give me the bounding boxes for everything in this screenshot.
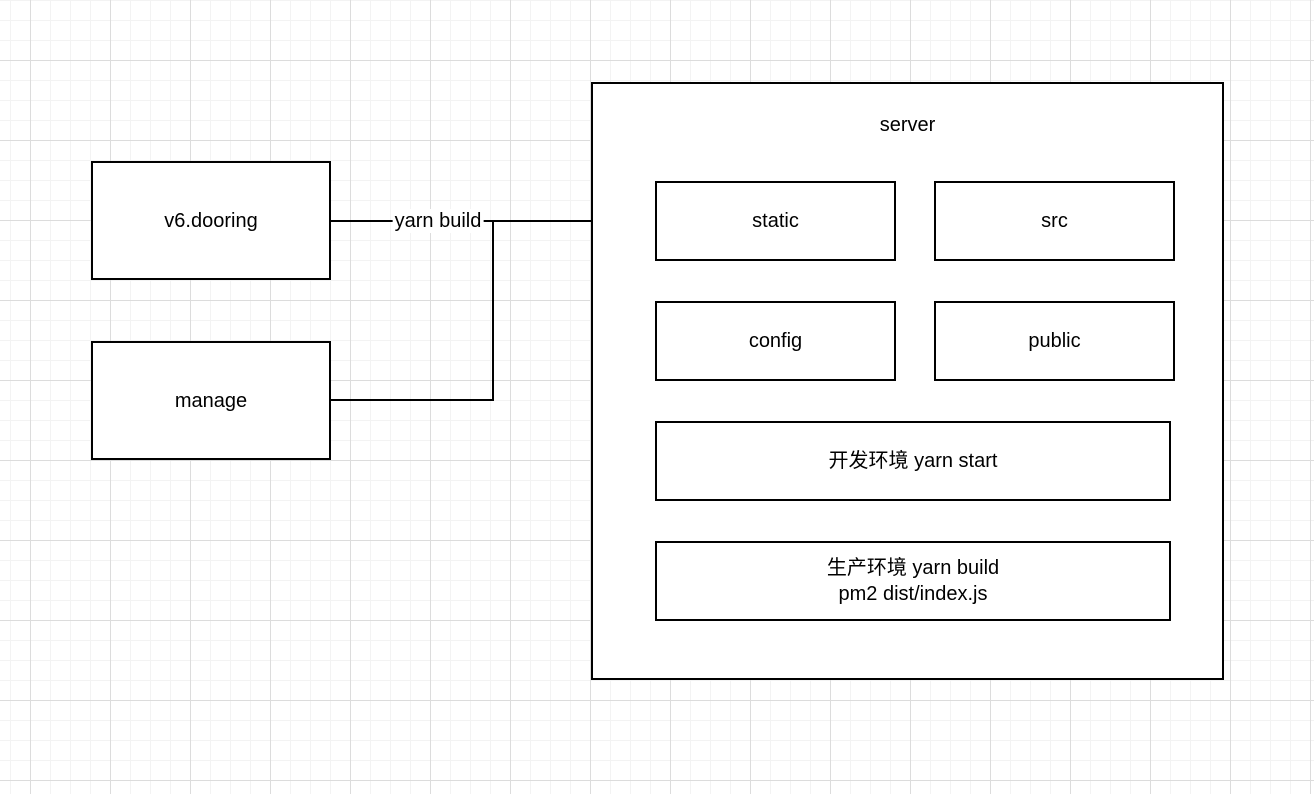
node-v6-dooring-label: v6.dooring	[164, 209, 258, 232]
node-src[interactable]: src	[934, 181, 1175, 261]
node-static[interactable]: static	[655, 181, 896, 261]
edge-label-yarn-build[interactable]: yarn build	[392, 209, 484, 233]
node-config-label: config	[748, 330, 803, 352]
node-config[interactable]: config	[655, 301, 896, 381]
node-dev-env-label: 开发环境 yarn start	[828, 450, 998, 472]
node-src-label: src	[1041, 210, 1068, 232]
node-v6-dooring[interactable]: v6.dooring	[91, 161, 331, 280]
node-public-label: public	[1028, 330, 1081, 352]
node-dev-env[interactable]: 开发环境 yarn start	[655, 421, 1171, 501]
server-group-title: server	[879, 114, 936, 136]
connector-manage-line[interactable]	[331, 221, 494, 401]
node-public[interactable]: public	[934, 301, 1175, 381]
node-static-label: static	[752, 210, 799, 232]
node-manage[interactable]: manage	[91, 341, 331, 460]
node-prod-env-label-line1: 生产环境 yarn build	[826, 557, 1000, 579]
node-manage-label: manage	[174, 389, 248, 412]
node-prod-env-label-line2: pm2 dist/index.js	[838, 583, 988, 605]
node-prod-env[interactable]: 生产环境 yarn build pm2 dist/index.js	[655, 541, 1171, 621]
